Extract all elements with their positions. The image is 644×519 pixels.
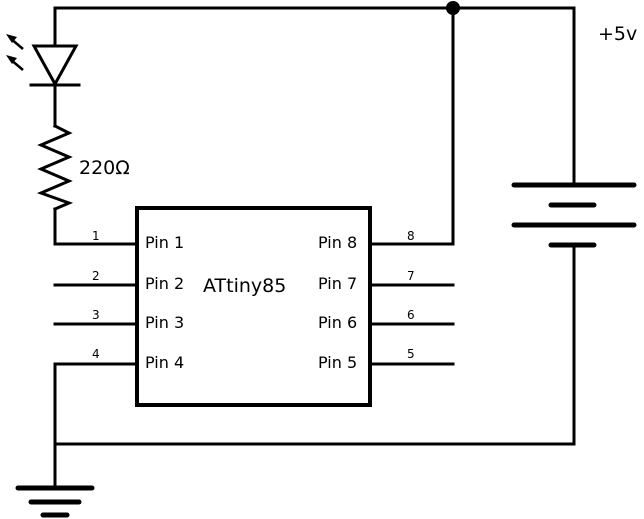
return-wire (53, 245, 576, 446)
pin-6-label: Pin 6 (318, 313, 357, 332)
chip-body (135, 206, 372, 407)
top-wire (53, 6, 576, 185)
pin-1-label: Pin 1 (145, 233, 184, 252)
resistor-value: 220Ω (79, 157, 130, 179)
pin-7-label: Pin 7 (318, 274, 357, 293)
pin-2-label: Pin 2 (145, 274, 184, 293)
pin-4-label: Pin 4 (145, 353, 184, 372)
pin-8-label: Pin 8 (318, 233, 357, 252)
battery-icon (511, 182, 637, 248)
chip-name: ATtiny85 (203, 275, 286, 297)
pin-5-number: 5 (407, 347, 415, 361)
ground-icon (15, 485, 95, 518)
led-icon (6, 6, 81, 128)
pin-4-number: 4 (92, 347, 100, 361)
pin-6-number: 6 (407, 308, 415, 322)
pin-1-number: 1 (92, 229, 100, 243)
pin-2-number: 2 (92, 269, 100, 283)
pin-5-label: Pin 5 (318, 353, 357, 372)
pin-8-number: 8 (407, 229, 415, 243)
pin-3-number: 3 (92, 308, 100, 322)
pin4-lead (53, 362, 139, 490)
pin-3-label: Pin 3 (145, 313, 184, 332)
pin-7-number: 7 (407, 269, 415, 283)
pin8-wire (368, 6, 455, 246)
resistor-icon (36, 123, 139, 246)
supply-label: +5v (598, 23, 637, 45)
